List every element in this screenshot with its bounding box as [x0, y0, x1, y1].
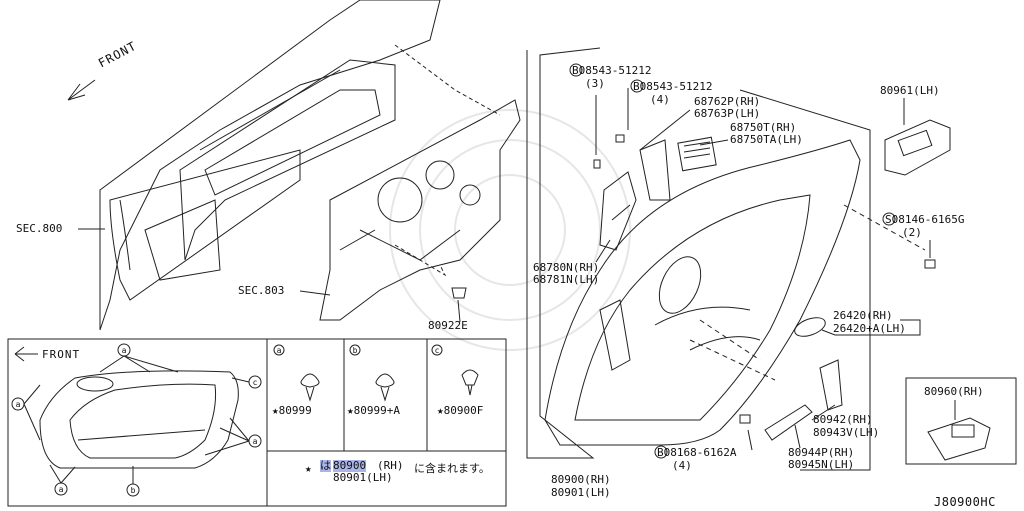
screw-icons — [593, 134, 936, 424]
inset-box — [7, 338, 507, 507]
front-arrow-main — [67, 79, 96, 101]
callout-80961[interactable]: 80961(LH) — [880, 84, 940, 97]
callout-26420[interactable]: 26420(RH) — [833, 309, 893, 322]
trim-frame-outline — [526, 47, 601, 459]
callout-sec800[interactable]: SEC.800 — [16, 222, 63, 235]
part-switch-80961[interactable] — [884, 119, 951, 176]
front-arrow-inset — [14, 346, 38, 362]
callout-80945n[interactable]: 80945N(LH) — [788, 458, 855, 471]
callout-68780n[interactable]: 68780N(RH) — [533, 261, 600, 274]
svg-text:a: a — [122, 346, 127, 355]
part-bracket-68780[interactable] — [599, 171, 637, 251]
clip-80922e — [451, 287, 467, 299]
svg-text:a: a — [59, 485, 64, 494]
door-inner-panel[interactable] — [319, 99, 521, 321]
inset-caption-a[interactable]: ★80999 — [272, 404, 312, 417]
part-switch-80960[interactable] — [927, 400, 991, 461]
door-trim-panel[interactable] — [544, 139, 861, 446]
svg-text:a: a — [277, 346, 282, 355]
callout-08168[interactable]: B08168-6162A — [657, 446, 737, 459]
callout-08543-a[interactable]: B08543-51212 — [572, 64, 652, 77]
callout-80922e[interactable]: 80922E — [428, 319, 468, 332]
front-label-inset: FRONT — [42, 348, 81, 361]
clip-icon-b — [375, 373, 395, 402]
callout-80943v[interactable]: 80943V(LH) — [813, 426, 880, 439]
inset-note-lh[interactable]: 80901(LH) — [333, 471, 393, 484]
door-outer-panel[interactable] — [99, 0, 441, 331]
callout-08146-qty: (2) — [902, 226, 922, 239]
callout-08146[interactable]: S08146-6165G — [885, 213, 965, 226]
callout-80900[interactable]: 80900(RH) — [551, 473, 611, 486]
inset-note-rh-side: (RH) — [377, 459, 404, 472]
callout-80901[interactable]: 80901(LH) — [551, 486, 611, 499]
svg-text:b: b — [131, 486, 136, 495]
callout-08543-b[interactable]: B08543-51212 — [633, 80, 713, 93]
callout-80942[interactable]: 80942(RH) — [813, 413, 873, 426]
leader-sec803 — [299, 290, 331, 296]
callout-68750ta[interactable]: 68750TA(LH) — [730, 133, 803, 146]
callout-68781n[interactable]: 68781N(LH) — [533, 273, 600, 286]
clip-icon-a — [300, 373, 320, 402]
inset-note-suffix: に含まれます。 — [414, 462, 490, 475]
callout-68762p[interactable]: 68762P(RH) — [694, 95, 761, 108]
callout-26420a[interactable]: 26420+A(LH) — [833, 322, 906, 335]
svg-text:a: a — [16, 400, 21, 409]
inset-caption-b[interactable]: ★80999+A — [347, 404, 400, 417]
callout-68763p[interactable]: 68763P(LH) — [694, 107, 761, 120]
callout-68750t[interactable]: 68750T(RH) — [730, 121, 797, 134]
svg-text:c: c — [253, 378, 258, 387]
inset-note-star: ★ — [305, 462, 312, 475]
callout-80944p[interactable]: 80944P(RH) — [788, 446, 855, 459]
box-80960 — [905, 377, 1017, 465]
part-speaker-68750[interactable] — [677, 136, 717, 172]
part-pull-80944[interactable] — [764, 404, 813, 441]
inset-callouts — [11, 343, 443, 497]
part-cover-80942[interactable] — [819, 359, 843, 411]
clip-icon-c — [461, 369, 479, 396]
diagram-code: J80900HC — [934, 495, 996, 509]
inset-note-rh-code[interactable]: 80900 — [333, 459, 367, 472]
inset-caption-c[interactable]: ★80900F — [437, 404, 484, 417]
svg-text:c: c — [435, 346, 440, 355]
leader-80922e — [457, 299, 461, 323]
callout-08168-qty: (4) — [672, 459, 692, 472]
svg-text:a: a — [253, 437, 258, 446]
callout-08543-a-qty: (3) — [585, 77, 605, 90]
watermark — [389, 109, 631, 351]
inset-note-prefix: は — [320, 459, 331, 472]
callout-80960[interactable]: 80960(RH) — [924, 385, 984, 398]
svg-text:b: b — [353, 346, 358, 355]
callout-08543-b-qty: (4) — [650, 93, 670, 106]
part-bracket-68762[interactable] — [639, 139, 671, 201]
callout-sec803[interactable]: SEC.803 — [238, 284, 285, 297]
